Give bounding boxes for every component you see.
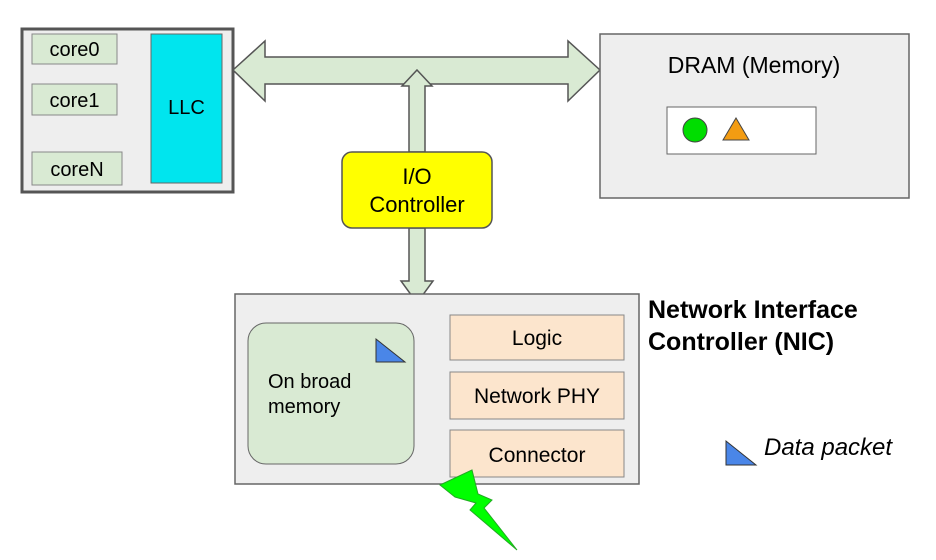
nic-title-line2: Controller (NIC): [648, 328, 834, 356]
dram-title: DRAM (Memory): [668, 52, 841, 78]
network-phy-label: Network PHY: [474, 385, 600, 408]
coreN-box: [31, 151, 123, 186]
nic-title-line1: Network Interface: [648, 296, 858, 324]
system-bus: [231, 39, 602, 305]
nic: On broad memory Logic Network PHY Connec…: [234, 293, 858, 485]
connector-label: Connector: [489, 444, 586, 467]
io-controller-box: [341, 151, 493, 229]
onboard-memory-line2: memory: [268, 396, 340, 418]
core1-box: [31, 83, 118, 116]
vertical-bus-arrow-top: [400, 68, 434, 153]
data-packet-icon: [375, 337, 407, 363]
core0-box: [31, 33, 118, 65]
lightning-icon: [439, 469, 518, 551]
network-phy-box: [449, 371, 625, 420]
io-controller-line2: Controller: [369, 192, 464, 217]
llc-label: LLC: [168, 97, 205, 119]
dram: DRAM (Memory): [599, 33, 910, 199]
io-controller-line1: I/O: [402, 164, 431, 189]
logic-label: Logic: [512, 327, 562, 350]
green-circle-icon: [682, 117, 708, 143]
io-controller: I/O Controller: [341, 151, 493, 229]
logic-box: [449, 314, 625, 361]
vertical-bus-arrow-bottom: [399, 227, 435, 305]
onboard-memory-box: [247, 322, 415, 465]
llc-box: [150, 33, 223, 184]
coreN-label: coreN: [50, 159, 103, 181]
orange-triangle-icon: [722, 117, 750, 141]
legend: Data packet: [725, 434, 893, 466]
cpu-package: core0 core1 coreN LLC: [20, 27, 235, 194]
core1-label: core1: [49, 90, 99, 112]
core0-label: core0: [49, 39, 99, 61]
legend-data-packet-icon: [725, 439, 758, 466]
onboard-memory-line1: On broad: [268, 371, 351, 393]
legend-data-packet-label: Data packet: [764, 434, 893, 461]
connector-box: [449, 429, 625, 478]
